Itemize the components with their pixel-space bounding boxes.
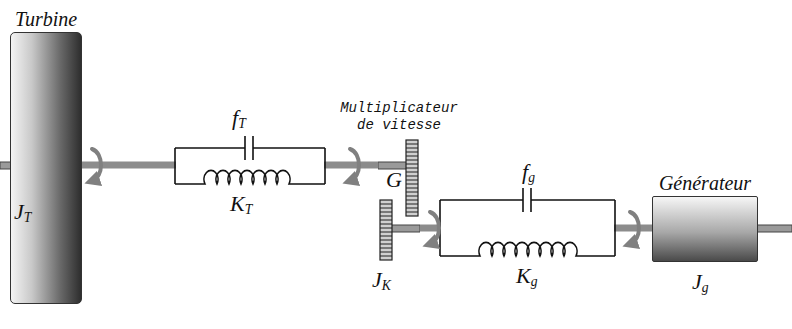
rotation-arrow bbox=[630, 212, 639, 244]
shaft-stub bbox=[756, 225, 792, 232]
gearbox: Multiplicateur de vitesse bbox=[378, 138, 420, 262]
symbol-label: KT bbox=[230, 192, 252, 216]
gear-tooth bbox=[406, 144, 418, 145]
node-heading: Turbine bbox=[15, 8, 77, 30]
gear-tooth bbox=[380, 232, 392, 233]
gear-tooth bbox=[380, 204, 392, 205]
spring-coil bbox=[175, 170, 325, 184]
symbol-label: JT bbox=[14, 200, 31, 224]
gear-wheel bbox=[406, 140, 418, 216]
damper-plate bbox=[244, 136, 246, 160]
node-heading: Générateur bbox=[659, 172, 751, 194]
shaft-stub bbox=[390, 225, 420, 232]
gear-tooth bbox=[380, 208, 392, 209]
gear-tooth bbox=[406, 188, 418, 189]
gear-tooth bbox=[406, 212, 418, 213]
rotation-arrow bbox=[92, 149, 101, 181]
spring-coil bbox=[440, 242, 615, 256]
symbol-label: Kg bbox=[516, 264, 538, 288]
coupling-bracket bbox=[174, 148, 176, 184]
gear-tooth bbox=[380, 228, 392, 229]
symbol-label: fg bbox=[522, 160, 535, 184]
gear-symbol bbox=[378, 138, 420, 262]
gear-tooth bbox=[380, 216, 392, 217]
gear-tooth bbox=[406, 208, 418, 209]
gear-tooth bbox=[406, 152, 418, 153]
turbine-rotor: Turbine bbox=[10, 32, 82, 304]
gear-tooth bbox=[406, 148, 418, 149]
gear-tooth bbox=[406, 204, 418, 205]
node-heading: Multiplicateur de vitesse bbox=[334, 100, 464, 134]
gear-tooth bbox=[380, 240, 392, 241]
coupling-bracket bbox=[614, 200, 616, 256]
damper-wire bbox=[253, 147, 325, 149]
generator-box: Générateur bbox=[652, 196, 758, 262]
rotation-arrow bbox=[430, 212, 439, 244]
rotation-arrow bbox=[350, 149, 359, 181]
coupling-ground bbox=[176, 150, 324, 182]
shaft-stub bbox=[0, 162, 12, 169]
spring-damper-symbol bbox=[440, 188, 615, 256]
coupling-bracket bbox=[324, 148, 326, 184]
gear-tooth bbox=[406, 164, 418, 165]
gear-tooth bbox=[380, 236, 392, 237]
gear-tooth bbox=[406, 180, 418, 181]
gear-tooth bbox=[380, 256, 392, 257]
gear-tooth bbox=[380, 212, 392, 213]
gear-tooth bbox=[380, 244, 392, 245]
gear-tooth bbox=[406, 192, 418, 193]
gear-tooth bbox=[380, 248, 392, 249]
spring-damper-symbol bbox=[175, 136, 325, 184]
rotation-arrows bbox=[92, 149, 639, 244]
gear-tooth bbox=[406, 176, 418, 177]
gear-tooth bbox=[406, 156, 418, 157]
gear-tooth bbox=[380, 252, 392, 253]
symbol-label: JK bbox=[372, 268, 391, 292]
gear-tooth bbox=[406, 200, 418, 201]
gear-tooth bbox=[380, 220, 392, 221]
damper-plate bbox=[522, 188, 524, 212]
damper-wire bbox=[440, 199, 523, 201]
gear-tooth bbox=[406, 172, 418, 173]
gear-tooth bbox=[406, 160, 418, 161]
damper-wire bbox=[175, 147, 245, 149]
symbol-label: Jg bbox=[692, 270, 709, 294]
shaft-stub bbox=[378, 162, 408, 169]
symbol-label: fT bbox=[232, 106, 246, 130]
symbol-label: G bbox=[386, 168, 402, 192]
damper-wire bbox=[531, 199, 615, 201]
gear-tooth bbox=[380, 224, 392, 225]
gear-tooth bbox=[406, 168, 418, 169]
gear-tooth bbox=[406, 196, 418, 197]
pinion-wheel bbox=[380, 200, 392, 260]
gear-tooth bbox=[406, 184, 418, 185]
